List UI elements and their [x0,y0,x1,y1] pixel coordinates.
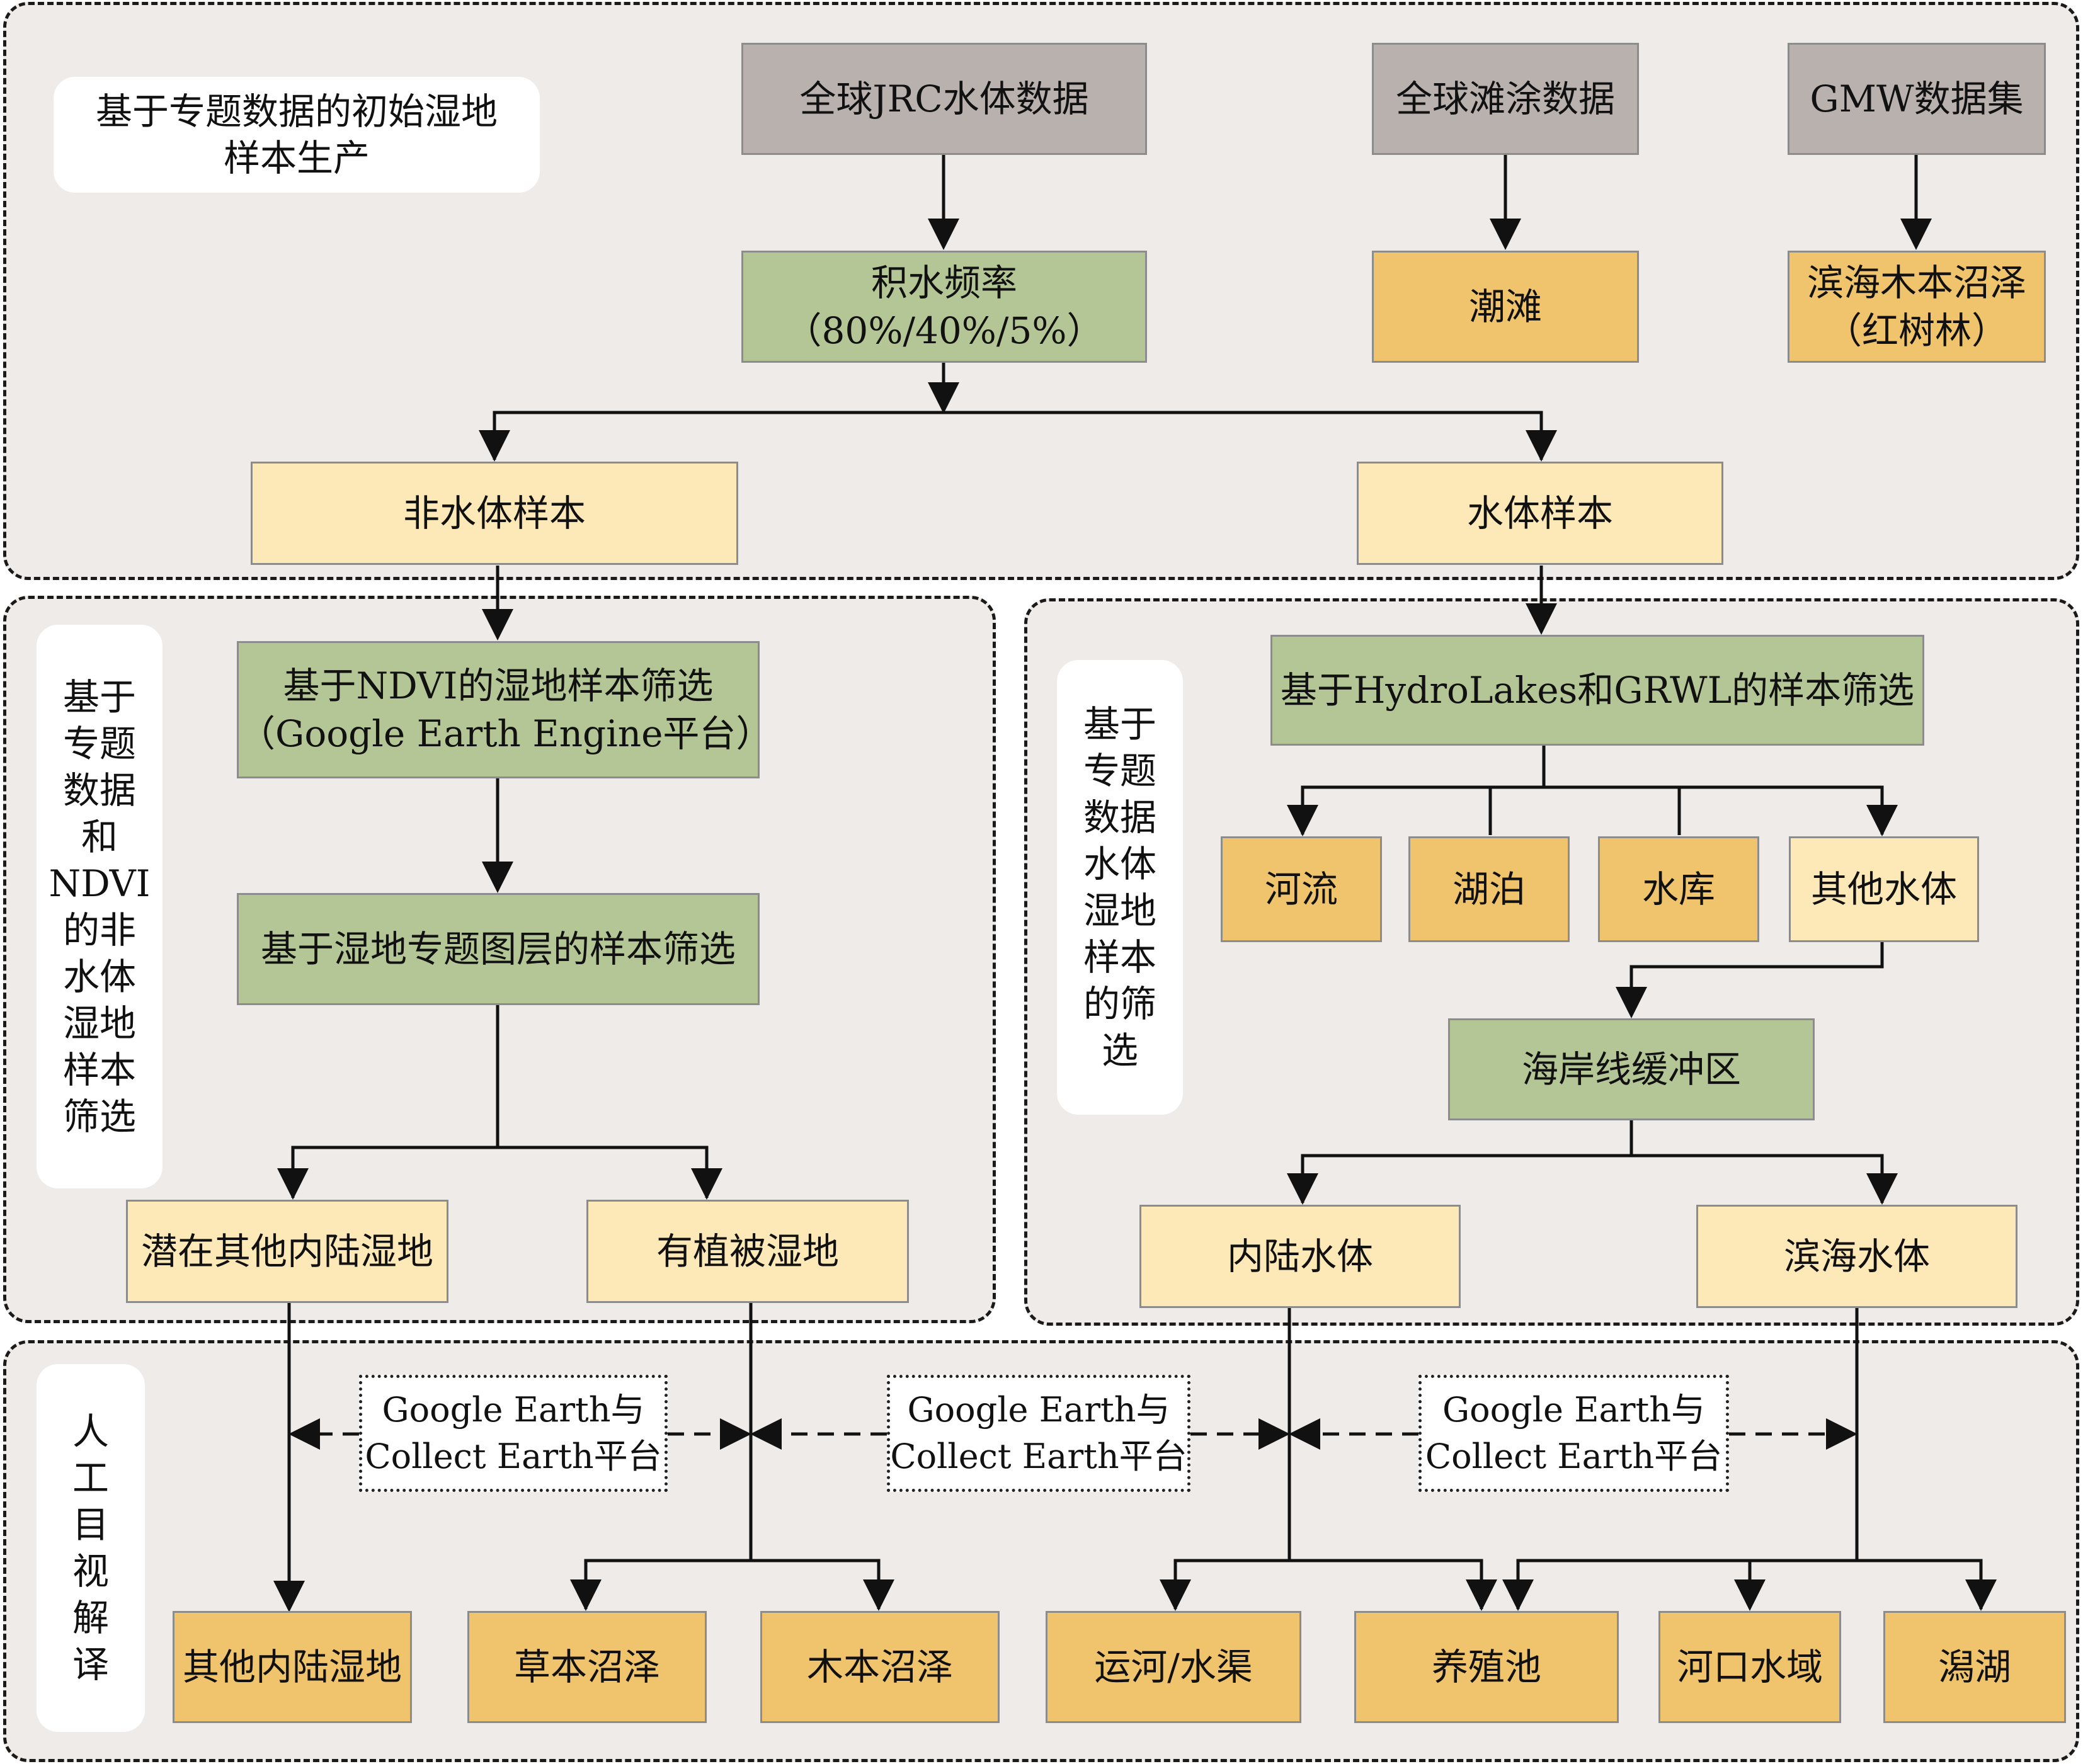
estuary-node: 河口水域 [1658,1611,1841,1723]
herbaceous-marsh-node: 草本沼泽 [467,1611,707,1723]
woody-marsh-node: 木本沼泽 [760,1611,1000,1723]
bottom-panel-label: 人 工 目 视 解 译 [37,1364,145,1732]
tidal-flat-node: 潮滩 [1372,251,1639,363]
lagoon-node: 潟湖 [1883,1611,2066,1723]
river-node: 河流 [1221,836,1382,942]
inland-water-node: 内陆水体 [1139,1205,1461,1308]
reservoir-node: 水库 [1598,836,1759,942]
non-water-sample-node: 非水体样本 [251,462,738,565]
thematic-layer-filter-node: 基于湿地专题图层的样本筛选 [237,893,760,1005]
gmw-dataset-node: GMW数据集 [1788,43,2046,155]
right-panel-label: 基于 专题 数据 水体 湿地 样本 的筛 选 [1057,660,1183,1115]
coastline-buffer-node: 海岸线缓冲区 [1448,1018,1815,1120]
jrc-water-data-node: 全球JRC水体数据 [741,43,1147,155]
ndvi-filter-node: 基于NDVI的湿地样本筛选 （Google Earth Engine平台） [237,641,772,778]
top-panel-label: 基于专题数据的初始湿地 样本生产 [54,77,540,193]
platform-box-1: Google Earth与 Collect Earth平台 [359,1375,668,1492]
vegetated-wetland-node: 有植被湿地 [586,1200,909,1303]
platform-box-2: Google Earth与 Collect Earth平台 [887,1375,1190,1492]
other-inland-wetland-node: 其他内陆湿地 [173,1611,412,1723]
water-sample-node: 水体样本 [1357,462,1723,565]
potential-inland-wetland-node: 潜在其他内陆湿地 [126,1200,448,1303]
left-panel-label: 基于 专题 数据 和 NDVI 的非 水体 湿地 样本 筛选 [37,625,163,1188]
water-frequency-node: 积水频率 （80%/40%/5%） [741,251,1147,363]
hydrolakes-grwl-filter-node: 基于HydroLakes和GRWL的样本筛选 [1270,635,1924,746]
lake-node: 湖泊 [1408,836,1570,942]
platform-box-3: Google Earth与 Collect Earth平台 [1418,1375,1729,1492]
other-water-node: 其他水体 [1789,836,1979,942]
aquaculture-pond-node: 养殖池 [1354,1611,1619,1723]
coastal-water-node: 滨海水体 [1696,1205,2017,1308]
mangrove-node: 滨海木本沼泽 （红树林） [1788,251,2046,363]
canal-node: 运河/水渠 [1046,1611,1301,1723]
global-tidal-flat-data-node: 全球滩涂数据 [1372,43,1639,155]
